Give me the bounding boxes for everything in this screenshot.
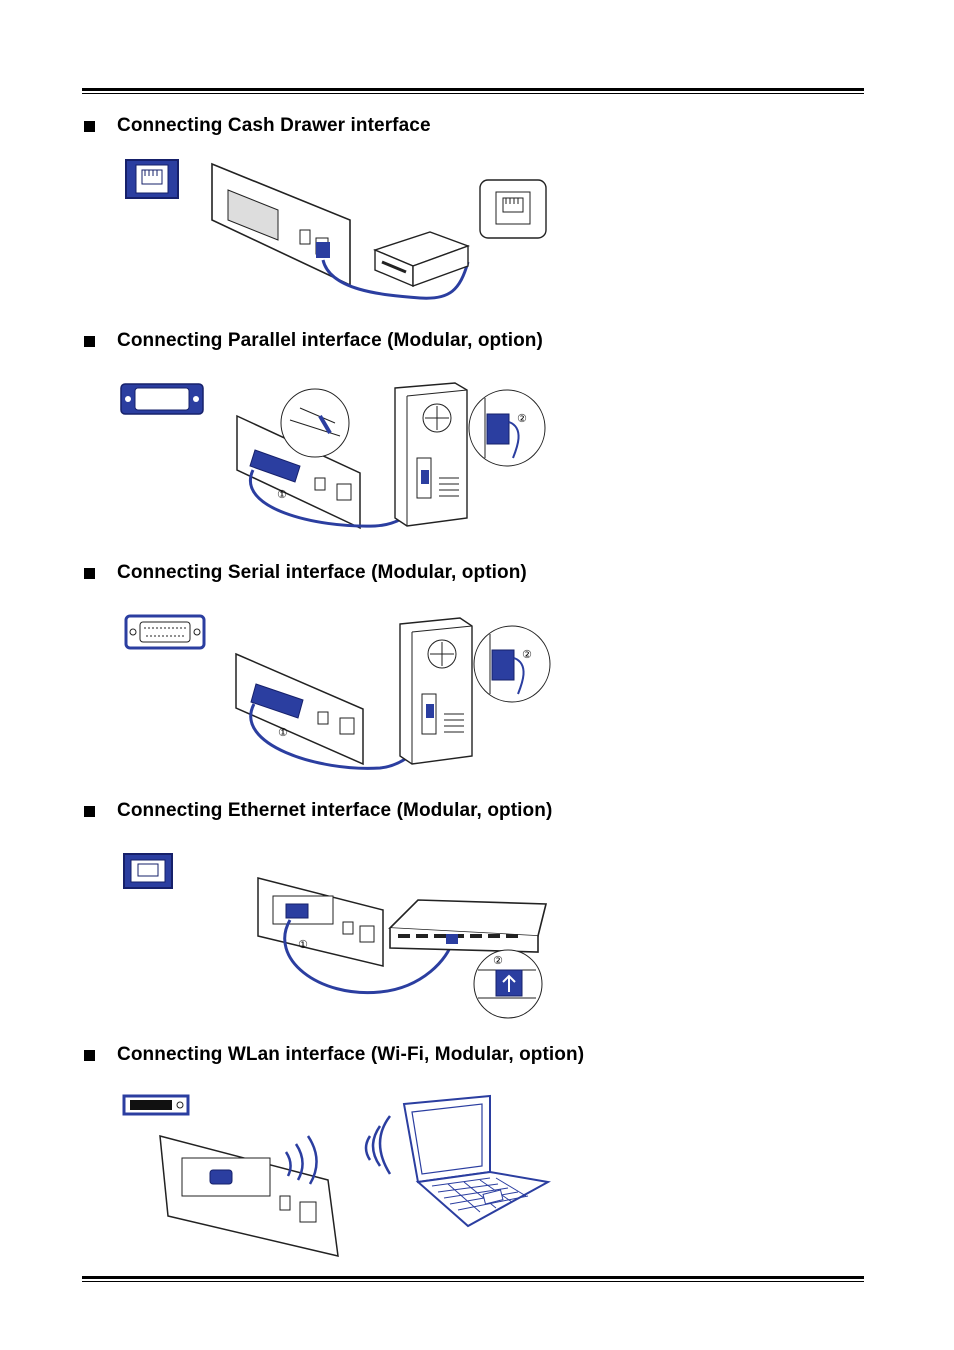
network-switch bbox=[388, 899, 548, 953]
step-marker-2: ② bbox=[522, 648, 532, 661]
bullet-icon bbox=[84, 120, 95, 132]
serial-figure: ① ② bbox=[118, 604, 558, 780]
parallel-figure: ① ② bbox=[115, 378, 555, 538]
section-heading-cash-drawer: Connecting Cash Drawer interface bbox=[82, 113, 431, 139]
cash-drawer-box bbox=[373, 231, 471, 288]
bullet-icon bbox=[84, 335, 95, 347]
ethernet-figure: ① ② bbox=[118, 848, 558, 1024]
printer-back-panel bbox=[211, 162, 351, 287]
bullet-icon bbox=[84, 567, 95, 579]
section-heading-parallel: Connecting Parallel interface (Modular, … bbox=[82, 328, 543, 354]
serial-port-icon bbox=[124, 614, 206, 650]
bullet-icon bbox=[84, 805, 95, 817]
section-heading-ethernet: Connecting Ethernet interface (Modular, … bbox=[82, 798, 552, 824]
section-heading-serial: Connecting Serial interface (Modular, op… bbox=[82, 560, 527, 586]
header-rule bbox=[82, 88, 864, 94]
laptop bbox=[402, 1094, 551, 1228]
wlan-figure bbox=[118, 1088, 558, 1264]
bullet-icon bbox=[84, 1049, 95, 1061]
step-marker-1: ① bbox=[298, 938, 308, 951]
cash-drawer-figure bbox=[120, 150, 560, 310]
step-marker-1: ① bbox=[277, 488, 287, 501]
parallel-port-icon bbox=[120, 383, 204, 415]
wlan-module-icon bbox=[122, 1094, 190, 1116]
footer-rule bbox=[82, 1276, 864, 1282]
step-marker-2: ② bbox=[493, 954, 503, 967]
step-marker-2: ② bbox=[517, 412, 527, 425]
step-marker-1: ① bbox=[278, 726, 288, 739]
pc-tower bbox=[394, 382, 468, 527]
pc-tower bbox=[399, 617, 473, 765]
rj11-port-icon bbox=[125, 159, 179, 199]
section-heading-wlan: Connecting WLan interface (Wi-Fi, Modula… bbox=[82, 1042, 584, 1068]
drawer-port-callout bbox=[479, 179, 547, 239]
ethernet-port-icon bbox=[123, 853, 173, 889]
